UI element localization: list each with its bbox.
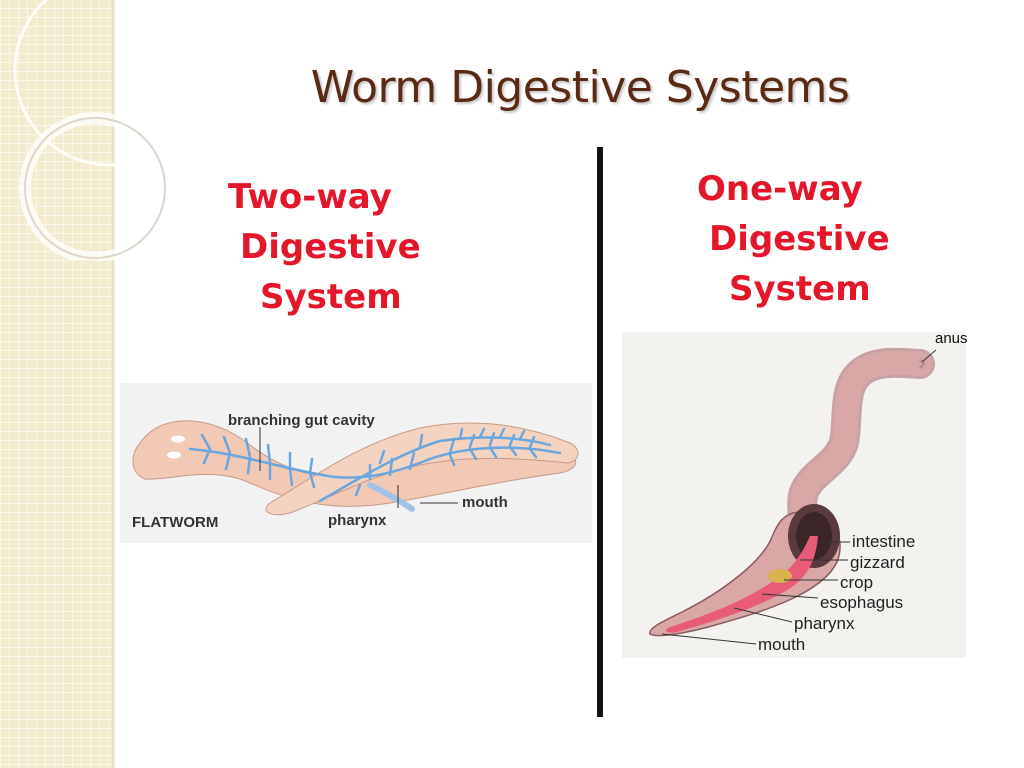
label-pharynx: pharynx (794, 614, 855, 633)
label-gizzard: gizzard (850, 553, 905, 572)
decorative-rings (13, 0, 200, 260)
heading-line: Two-way (228, 177, 392, 217)
two-way-heading: Two-way Digestive System (228, 172, 421, 322)
heading-line: System (260, 277, 402, 317)
label-branching-gut-cavity: branching gut cavity (228, 412, 375, 429)
earthworm-illustration: intestine gizzard crop esophagus pharynx… (649, 347, 937, 654)
heading-line: Digestive (240, 227, 421, 267)
heading-line: Digestive (709, 219, 890, 259)
label-anus: anus (935, 330, 968, 347)
label-mouth: mouth (758, 635, 805, 654)
label-flatworm: FLATWORM (132, 514, 218, 531)
label-intestine: intestine (852, 532, 915, 551)
heading-line: System (729, 269, 871, 309)
earthworm-figure: intestine gizzard crop esophagus pharynx… (622, 332, 966, 658)
sidebar-edge (112, 0, 116, 768)
label-crop: crop (840, 573, 873, 592)
flatworm-figure: branching gut cavity mouth pharynx FLATW… (120, 383, 592, 543)
one-way-heading: One-way Digestive System (697, 164, 890, 314)
slide-title: Worm Digestive Systems (310, 62, 850, 113)
label-pharynx: pharynx (328, 512, 387, 529)
heading-line: One-way (697, 169, 863, 209)
flatworm-illustration: branching gut cavity mouth pharynx FLATW… (132, 412, 579, 531)
label-esophagus: esophagus (820, 593, 903, 612)
label-mouth: mouth (462, 494, 508, 511)
column-divider (597, 147, 603, 717)
